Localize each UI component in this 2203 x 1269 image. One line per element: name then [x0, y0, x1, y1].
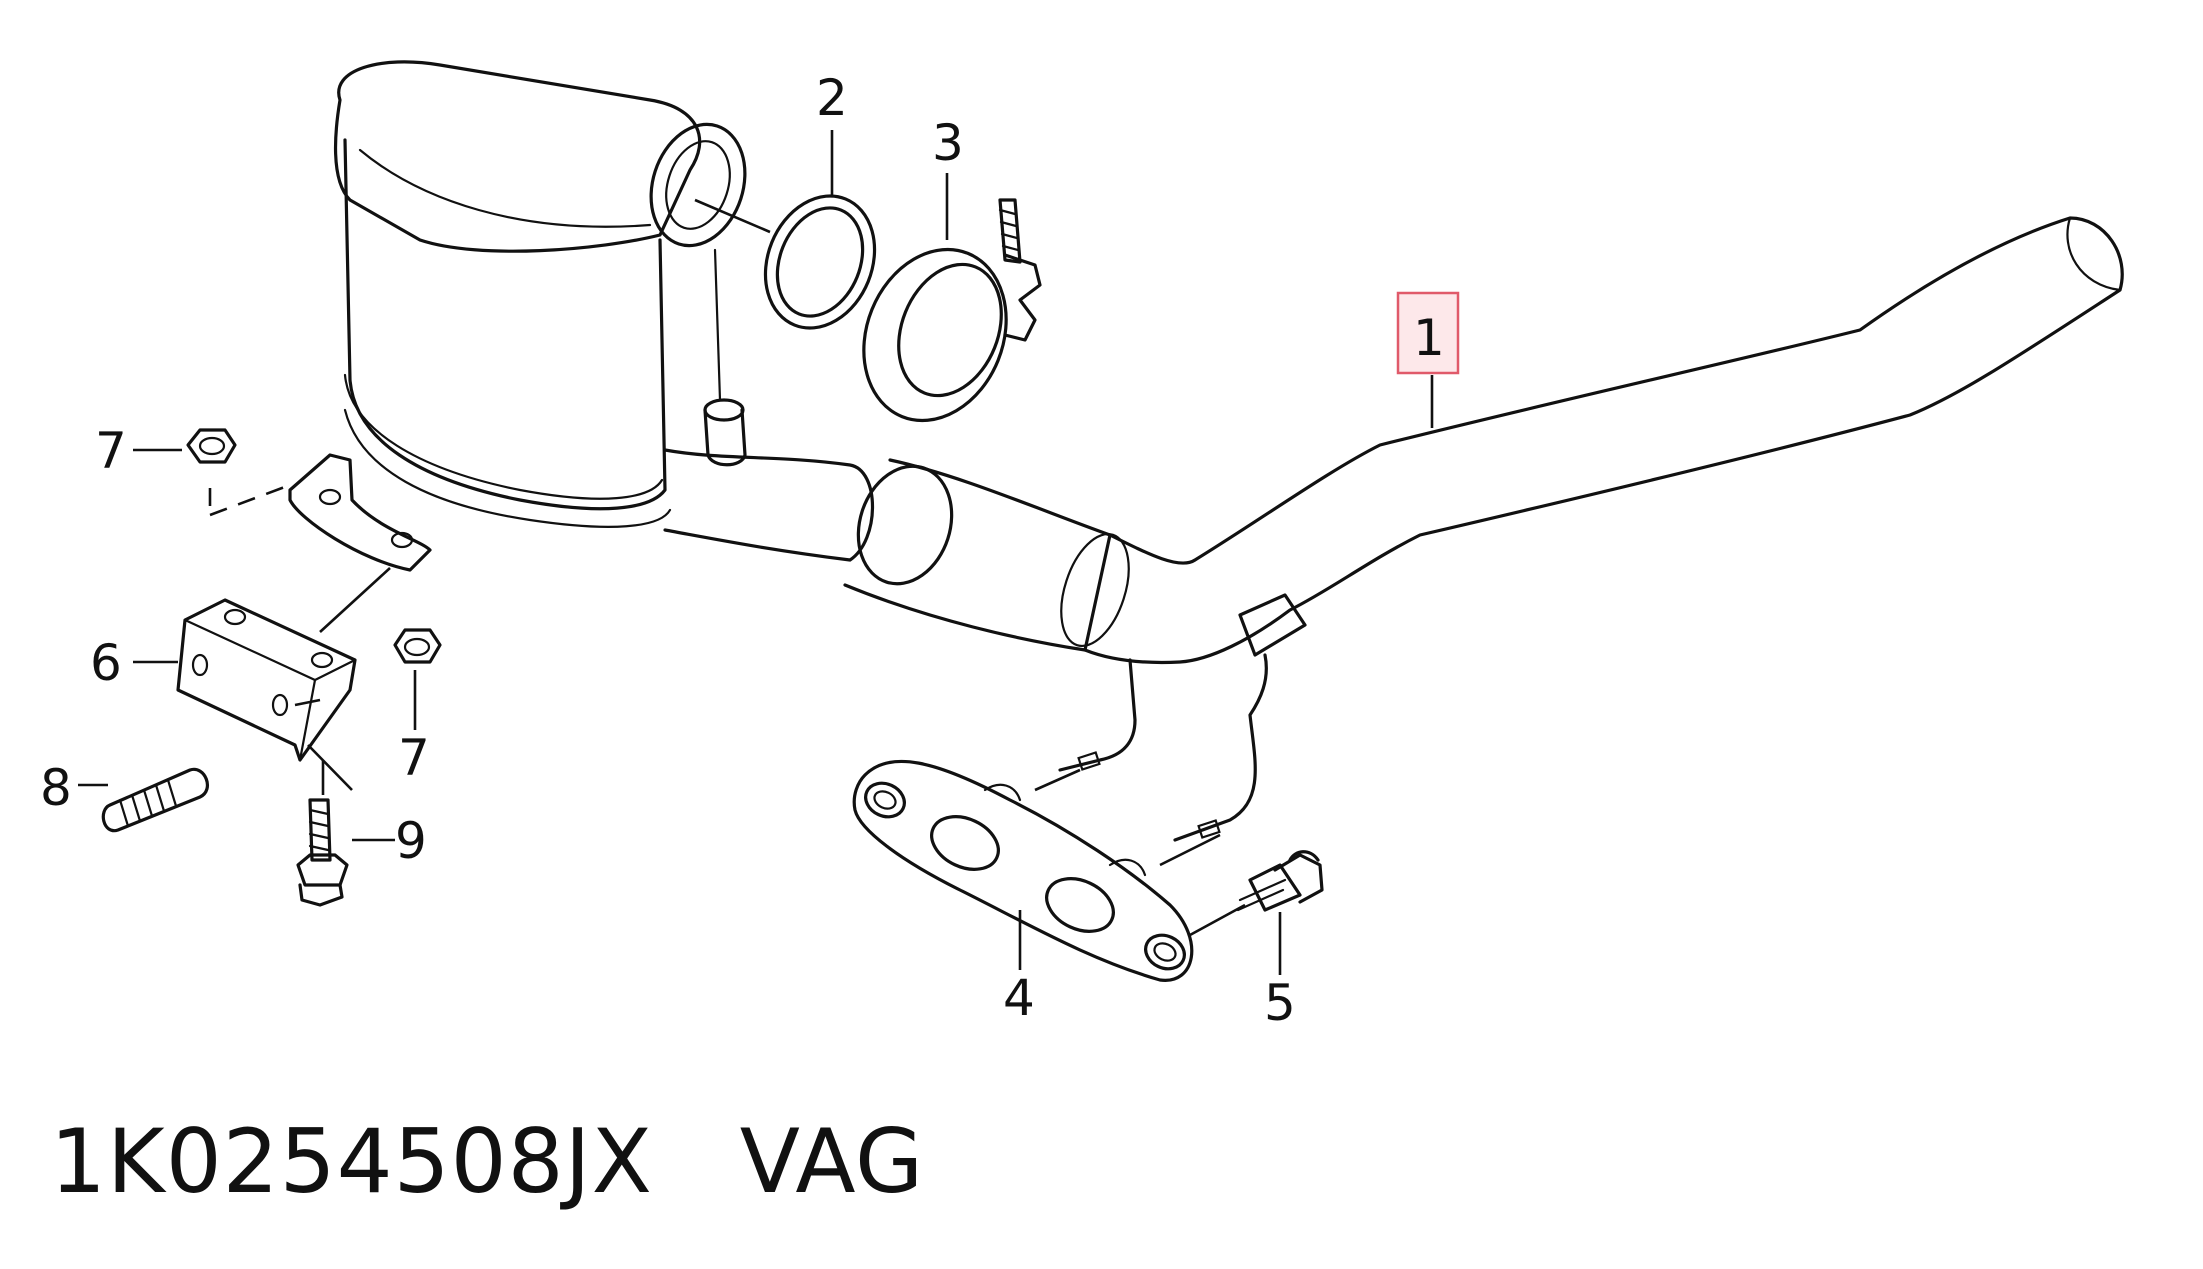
callout-7-bottom: 7	[398, 729, 430, 787]
bolt-5	[1236, 850, 1324, 912]
callout-3: 3	[932, 114, 964, 172]
callout-5: 5	[1264, 974, 1296, 1032]
callout-6: 6	[90, 634, 122, 692]
callout-9: 9	[395, 812, 427, 870]
callout-2: 2	[816, 69, 848, 127]
part-number: 1K0254508JX	[50, 1110, 653, 1213]
leader-lines	[78, 130, 1434, 975]
part-number-caption: 1K0254508JX VAG	[50, 1110, 924, 1213]
catalytic-converter-pipe	[333, 60, 2124, 842]
gasket-plate	[852, 759, 1194, 982]
gasket-ring	[763, 194, 877, 330]
bracket	[176, 598, 357, 762]
callout-8: 8	[40, 759, 72, 817]
brand-name: VAG	[739, 1110, 925, 1213]
canister-mounting-tab	[288, 453, 432, 572]
nut-7-top	[186, 428, 237, 464]
callout-4: 4	[1003, 969, 1035, 1027]
clamp	[862, 198, 1042, 423]
callout-1-highlight	[1396, 291, 1460, 375]
callout-1: 1	[1413, 309, 1445, 367]
nut-7-bottom	[393, 628, 442, 664]
bolt-9	[296, 798, 349, 907]
stud-8	[101, 767, 209, 833]
callout-7-top: 7	[95, 422, 127, 480]
